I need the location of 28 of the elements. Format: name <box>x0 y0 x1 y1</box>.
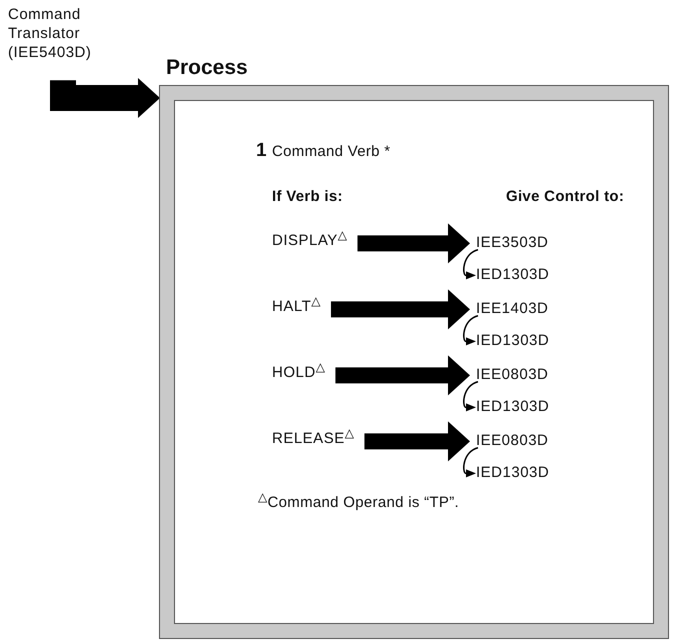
verb-label: DISPLAY$^{△}$ <box>272 232 348 251</box>
module-name: IED1303D <box>476 332 550 351</box>
module-name: IED1303D <box>476 464 550 483</box>
thick-arrow <box>357 223 470 264</box>
verb-label: HOLD$^{△}$ <box>272 364 326 383</box>
step-number: 1 <box>256 140 267 162</box>
thick-arrow <box>50 78 160 118</box>
module-name: IED1303D <box>476 398 550 417</box>
section-heading: Process <box>166 56 248 80</box>
thick-arrow <box>335 355 470 396</box>
component-label: Command Translator (IEE5403D) <box>8 6 118 62</box>
curved-arrow <box>463 381 478 412</box>
curved-arrow <box>463 249 478 280</box>
module-name: IEE0803D <box>476 432 548 451</box>
module-name: IEE1403D <box>476 300 548 319</box>
module-name: IED1303D <box>476 266 550 285</box>
column-heading: If Verb is: <box>272 188 343 205</box>
thick-arrow <box>330 289 470 330</box>
verb-label: RELEASE$^{△}$ <box>272 430 354 449</box>
footnote: $^{△}$Command Operand is “TP”. <box>258 494 459 511</box>
verb-label: HALT$^{△}$ <box>272 298 321 317</box>
thick-arrow <box>364 421 470 462</box>
module-name: IEE0803D <box>476 366 548 385</box>
curved-arrow <box>463 447 478 478</box>
step-title: Command Verb * <box>272 143 390 160</box>
column-heading: Give Control to: <box>506 188 624 205</box>
curved-arrow <box>463 315 478 346</box>
module-name: IEE3503D <box>476 234 548 253</box>
